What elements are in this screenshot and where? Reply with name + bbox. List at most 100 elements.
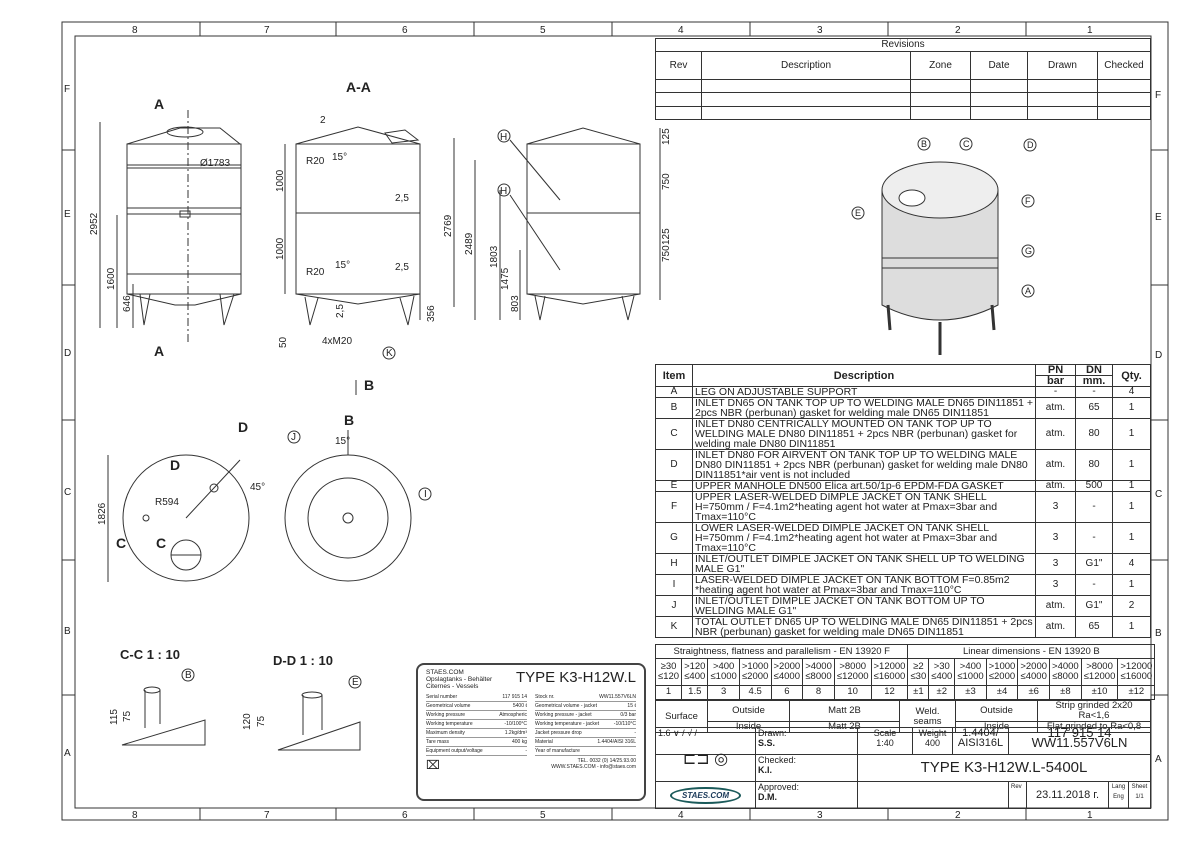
tolerance-cell: ±12 (1117, 684, 1156, 701)
nameplate-row: Jacket pressure drop- (535, 730, 636, 738)
parts-cell-dn: 65 (1075, 397, 1113, 419)
tolerance-cell: >1000 ≤2000 (738, 658, 772, 686)
svg-text:6: 6 (402, 810, 408, 821)
svg-text:125: 125 (661, 128, 672, 145)
parts-cell-item: G (655, 522, 693, 554)
svg-text:B: B (64, 626, 71, 637)
tolerance-cell: >12000 ≤16000 (1117, 658, 1156, 686)
svg-text:C: C (116, 535, 126, 551)
svg-text:356: 356 (426, 305, 437, 322)
tolerance-cell: >8000 ≤12000 (833, 658, 872, 686)
svg-text:2769: 2769 (443, 214, 454, 237)
tolerance-cell: >2000 ≤4000 (1017, 658, 1051, 686)
svg-text:4: 4 (678, 810, 684, 821)
tolerance-cell: 6 (770, 684, 804, 701)
tolerance-cell: ≥30 ≤120 (654, 658, 683, 686)
parts-cell-qty: 1 (1112, 480, 1151, 492)
parts-cell-desc: UPPER LASER-WELDED DIMPLE JACKET ON TANK… (692, 491, 1036, 523)
svg-text:1475: 1475 (500, 267, 511, 290)
svg-text:C: C (64, 487, 71, 498)
svg-text:2952: 2952 (89, 212, 100, 235)
svg-text:C-C 1 : 10: C-C 1 : 10 (120, 647, 180, 662)
parts-cell-item: D (655, 449, 693, 481)
tolerance-cell: 1 (654, 684, 683, 701)
svg-text:H: H (500, 186, 507, 197)
parts-cell-dn: - (1075, 574, 1113, 596)
parts-cell-item: B (655, 397, 693, 419)
svg-text:G: G (1025, 246, 1032, 256)
svg-text:1000: 1000 (275, 169, 286, 192)
svg-text:C: C (156, 535, 166, 551)
parts-cell-desc: TOTAL OUTLET DN65 UP TO WELDING MALE DN6… (692, 616, 1036, 638)
svg-text:D: D (238, 419, 248, 435)
svg-text:B: B (364, 377, 374, 393)
svg-text:A: A (154, 96, 164, 112)
svg-text:F: F (1155, 90, 1161, 101)
svg-text:15°: 15° (335, 260, 350, 271)
svg-text:50: 50 (278, 336, 289, 348)
tolerance-cell: >8000 ≤12000 (1080, 658, 1119, 686)
svg-text:75: 75 (122, 710, 133, 722)
svg-text:15°: 15° (332, 152, 347, 163)
inner-frame (74, 35, 1152, 809)
tolerance-cell: ±6 (1017, 684, 1051, 701)
tolerance-cell: ≥2 ≤30 (907, 658, 930, 686)
projection-symbol-icon: ⊏⊐ ◎ (655, 752, 756, 782)
parts-cell-desc: LASER-WELDED DIMPLE JACKET ON TANK BOTTO… (692, 574, 1036, 596)
tolerance-cell: >2000 ≤4000 (770, 658, 804, 686)
tolerance-cell: ±8 (1049, 684, 1082, 701)
parts-cell-dn: 65 (1075, 616, 1113, 638)
svg-text:D-D 1 : 10: D-D 1 : 10 (273, 653, 333, 668)
svg-text:125: 125 (661, 228, 672, 245)
svg-text:B: B (344, 412, 354, 428)
tolerance-cell: >400 ≤1000 (954, 658, 987, 686)
tolerance-cell: 8 (802, 684, 835, 701)
tolerance-cell: >4000 ≤8000 (802, 658, 835, 686)
svg-text:2: 2 (320, 115, 326, 126)
svg-text:F: F (64, 84, 70, 95)
tolerance-cell: >1000 ≤2000 (985, 658, 1019, 686)
tolerance-cell: ±10 (1080, 684, 1119, 701)
svg-text:A: A (1155, 754, 1162, 765)
nameplate-row: Year of manufacture (535, 747, 636, 756)
parts-cell-qty: 1 (1112, 397, 1151, 419)
outer-frame (61, 21, 1169, 821)
parts-cell-pn: atm. (1035, 418, 1076, 450)
svg-text:A-A: A-A (346, 79, 371, 95)
parts-cell-dn: G1" (1075, 553, 1113, 575)
svg-text:D: D (1027, 140, 1034, 150)
svg-text:2: 2 (955, 810, 961, 821)
parts-cell-qty: 1 (1112, 449, 1151, 481)
svg-text:75: 75 (256, 715, 267, 727)
svg-text:7: 7 (264, 810, 270, 821)
parts-cell-dn: - (1075, 386, 1113, 398)
svg-text:C: C (963, 139, 970, 149)
nameplate-row: Working temperature-10/100°C (426, 721, 527, 729)
parts-cell-dn: 80 (1075, 418, 1113, 450)
parts-cell-desc: INLET/OUTLET DIMPLE JACKET ON TANK BOTTO… (692, 595, 1036, 617)
svg-text:4xM20: 4xM20 (322, 336, 352, 347)
parts-cell-desc: UPPER MANHOLE DN500 Elica art.50/1p-6 EP… (692, 480, 1036, 492)
parts-cell-dn: - (1075, 491, 1113, 523)
svg-text:6: 6 (402, 25, 408, 36)
parts-cell-pn: atm. (1035, 480, 1076, 492)
parts-cell-desc: INLET DN80 FOR AIRVENT ON TANK TOP UP TO… (692, 449, 1036, 481)
svg-text:750: 750 (661, 173, 672, 190)
svg-text:803: 803 (510, 295, 521, 312)
svg-text:120: 120 (242, 713, 253, 730)
svg-text:F: F (1025, 196, 1031, 206)
tolerance-cell: ±4 (985, 684, 1019, 701)
svg-text:H: H (500, 132, 507, 143)
parts-cell-desc: INLET DN80 CENTRICALLY MOUNTED ON TANK T… (692, 418, 1036, 450)
tolerance-cell: >400 ≤1000 (707, 658, 740, 686)
parts-cell-item: J (655, 595, 693, 617)
